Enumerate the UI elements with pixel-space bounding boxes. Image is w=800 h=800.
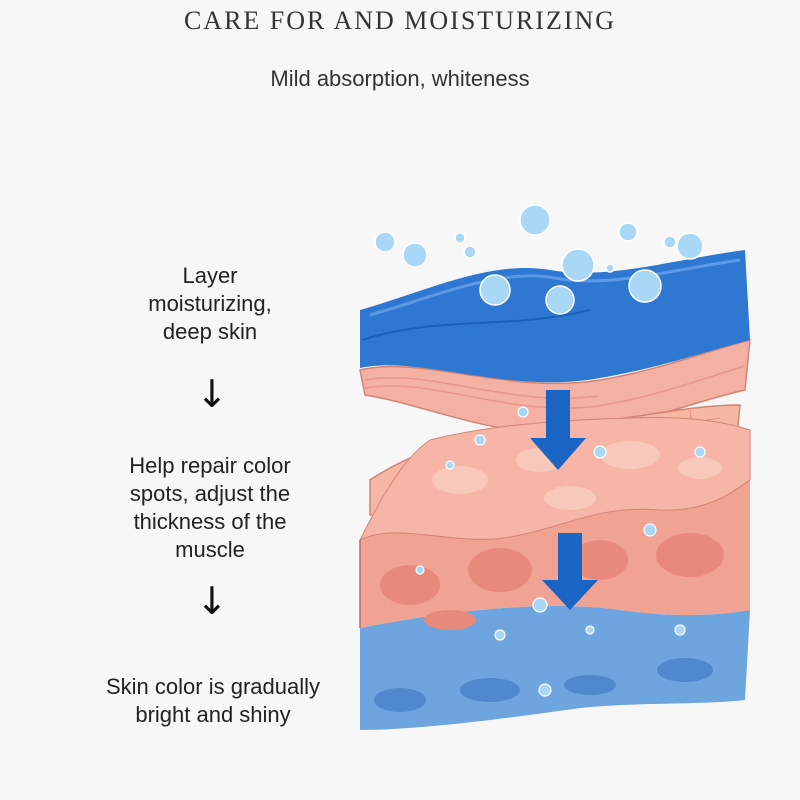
down-arrow-icon: ↓ <box>196 579 228 623</box>
step-repair-spots: Help repair color spots, adjust the thic… <box>90 452 330 564</box>
water-bubbles <box>374 204 704 315</box>
step-layer-moisturizing: Layer moisturizing, deep skin <box>120 262 300 346</box>
tissue-bubbles <box>415 434 706 697</box>
step-line: deep skin <box>162 319 258 344</box>
absorption-arrow-icon <box>530 390 586 470</box>
skin-layers-illustration <box>358 204 751 730</box>
absorption-arrow-icon <box>542 533 598 610</box>
step-line: bright and shiny <box>135 702 291 727</box>
step-line: Help repair color <box>129 453 291 478</box>
step-line: thickness of the <box>133 509 287 534</box>
step-line: spots, adjust the <box>129 481 291 506</box>
step-line: moisturizing, <box>148 291 272 316</box>
step-line: muscle <box>175 537 245 562</box>
page-title: CARE FOR AND MOISTURIZING <box>183 6 617 35</box>
step-line: Skin color is gradually <box>106 674 320 699</box>
step-bright-shiny: Skin color is gradually bright and shiny <box>78 673 348 729</box>
bottom-tissue-block <box>358 417 751 730</box>
down-arrow-icon: ↓ <box>196 372 228 416</box>
step-line: Layer <box>182 263 238 288</box>
page-subtitle: Mild absorption, whiteness <box>270 66 530 91</box>
